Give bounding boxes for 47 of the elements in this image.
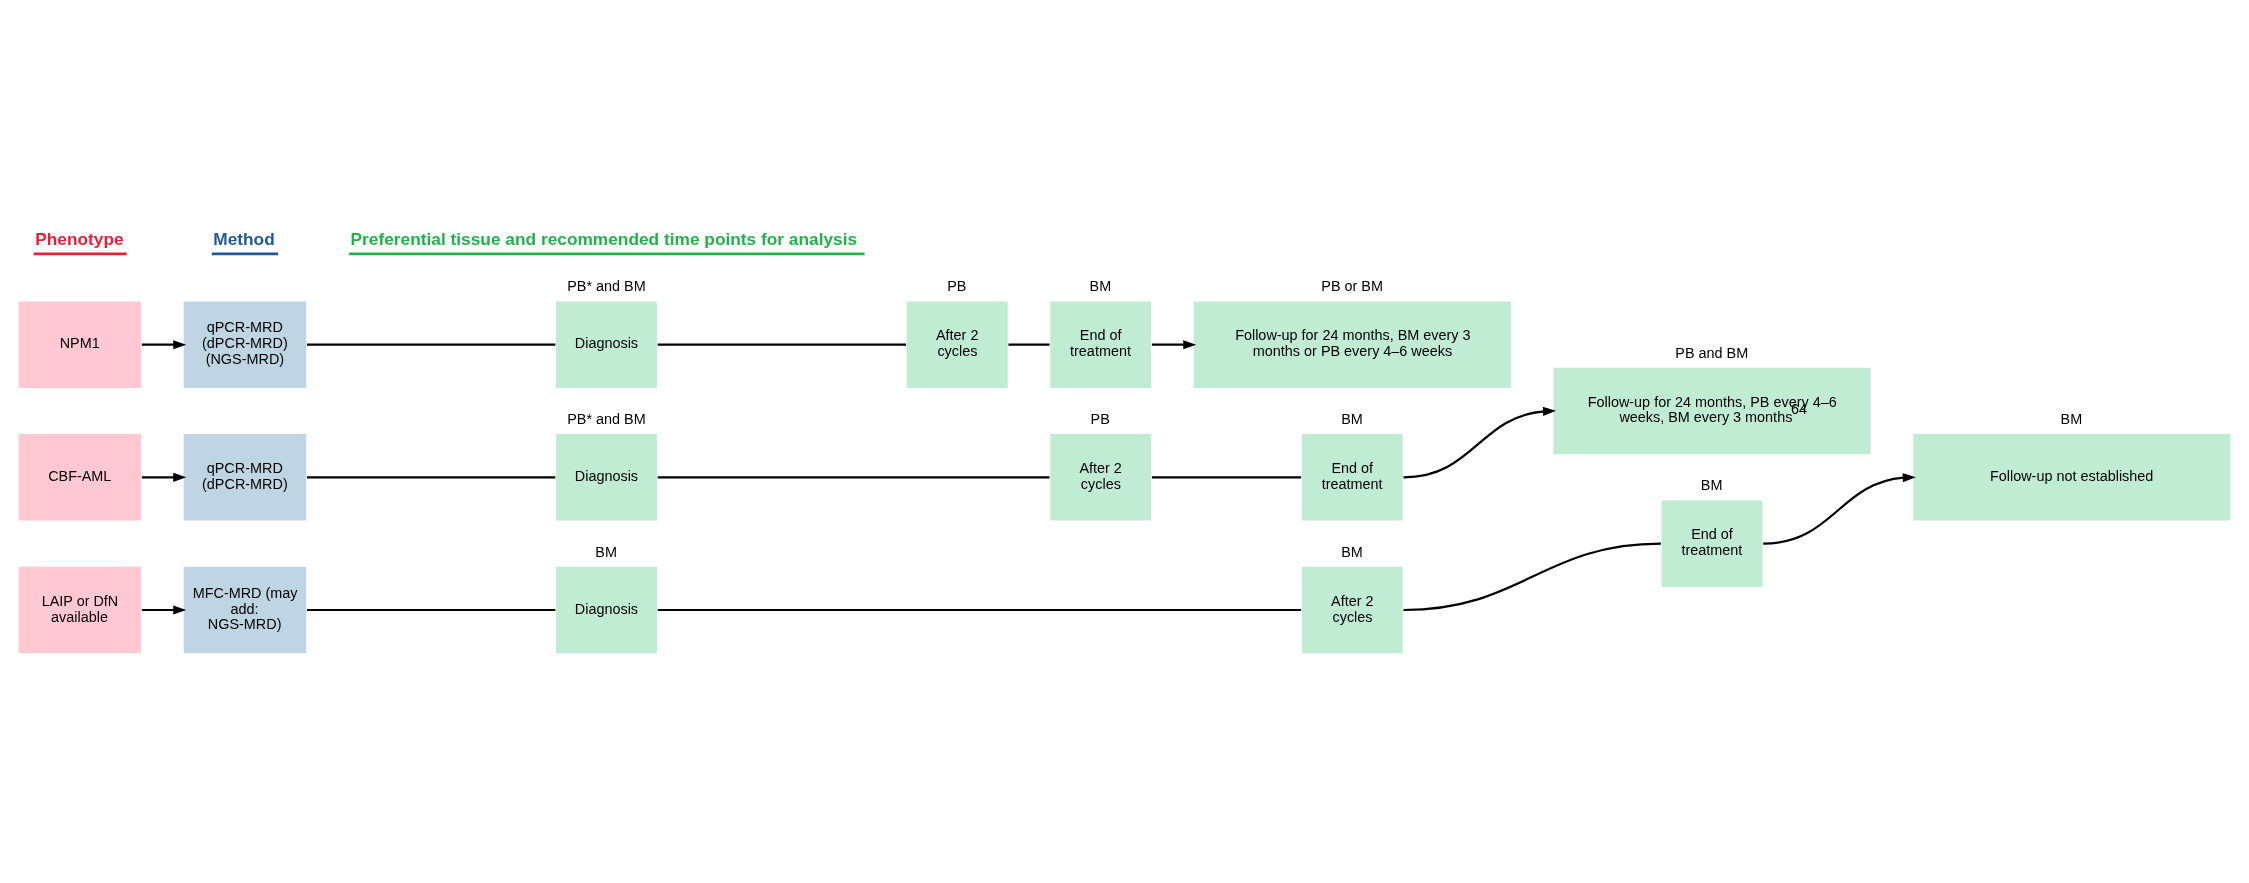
connector — [657, 343, 907, 346]
node-box: Diagnosis — [556, 433, 657, 521]
node-label: PB* and BM — [567, 410, 646, 427]
connector — [1151, 475, 1302, 478]
node-label: PB — [1090, 410, 1110, 427]
connector — [1008, 343, 1050, 346]
node-box: End of treatment — [1301, 433, 1403, 521]
node-box: Diagnosis — [556, 566, 657, 653]
node-label: PB or BM — [1321, 277, 1383, 294]
label: Phenotype — [35, 228, 124, 249]
arrow — [141, 604, 187, 615]
node-label: BM — [1089, 277, 1112, 294]
node-box: After 2 cycles — [1301, 566, 1403, 653]
node-label: BM — [1700, 476, 1723, 493]
label: Preferential tissue and recommended time points for analysis — [350, 228, 858, 249]
arrow — [1763, 472, 1916, 545]
node-label: PB — [947, 277, 967, 294]
node-label: BM — [1341, 543, 1363, 560]
node-label: BM — [595, 543, 617, 560]
node-label: BM — [1341, 410, 1363, 427]
node-box: MFC-MRD (may add: NGS-MRD) — [183, 566, 307, 653]
node-box: Diagnosis — [556, 300, 657, 388]
connector — [306, 608, 556, 611]
node-box: Follow-up for 24 months, BM every 3 months or PB every 4–6 weeks — [1193, 300, 1511, 388]
connector — [1403, 542, 1661, 611]
arrow — [1151, 339, 1197, 349]
node-box: After 2 cycles — [906, 300, 1008, 388]
node-box: Follow-up not established — [1913, 433, 2231, 521]
connector — [657, 608, 1302, 611]
node-box: qPCR-MRD (dPCR-MRD) — [183, 433, 307, 521]
label: Method — [213, 228, 275, 249]
connector — [657, 475, 1050, 478]
node-label: PB* and BM — [567, 277, 646, 294]
connector — [306, 475, 556, 478]
node-label: PB and BM — [1675, 344, 1749, 361]
node-box: End of treatment — [1661, 499, 1763, 587]
node-box: NPM1 — [18, 300, 142, 388]
arrow — [1403, 406, 1556, 478]
node-box: End of treatment — [1050, 300, 1152, 388]
connector — [306, 343, 556, 346]
node-label: BM — [2060, 410, 2083, 427]
node-box: LAIP or DfN available — [18, 566, 142, 653]
node-box: After 2 cycles — [1050, 433, 1152, 521]
node-box: CBF-AML — [18, 433, 142, 521]
node-box: qPCR-MRD (dPCR-MRD) (NGS-MRD) — [183, 300, 307, 388]
arrow — [141, 339, 187, 349]
arrow — [141, 472, 187, 482]
